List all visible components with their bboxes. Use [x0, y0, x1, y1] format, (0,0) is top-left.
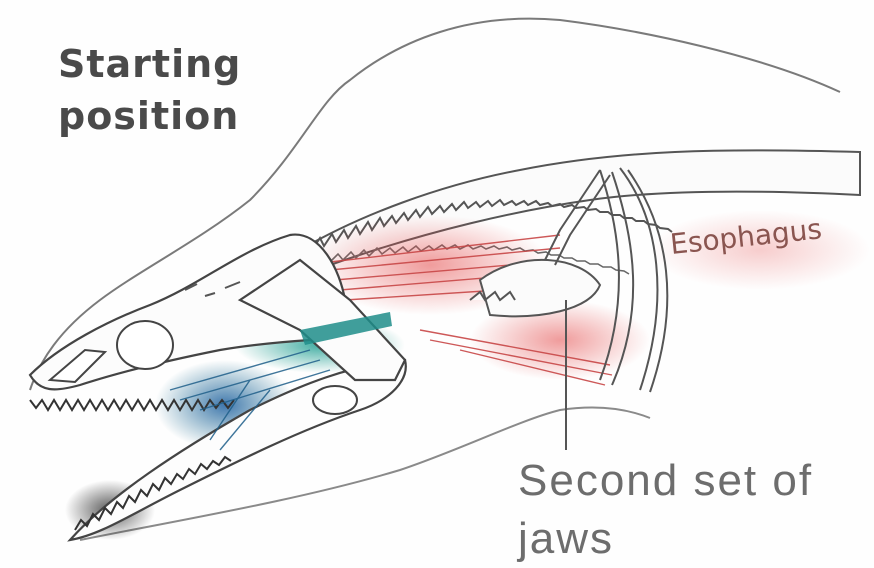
second-jaws-label: Second set of jaws — [518, 452, 818, 568]
title-label: Starting position — [58, 38, 258, 142]
jaw-joint — [313, 386, 357, 414]
eye-socket — [117, 321, 173, 369]
